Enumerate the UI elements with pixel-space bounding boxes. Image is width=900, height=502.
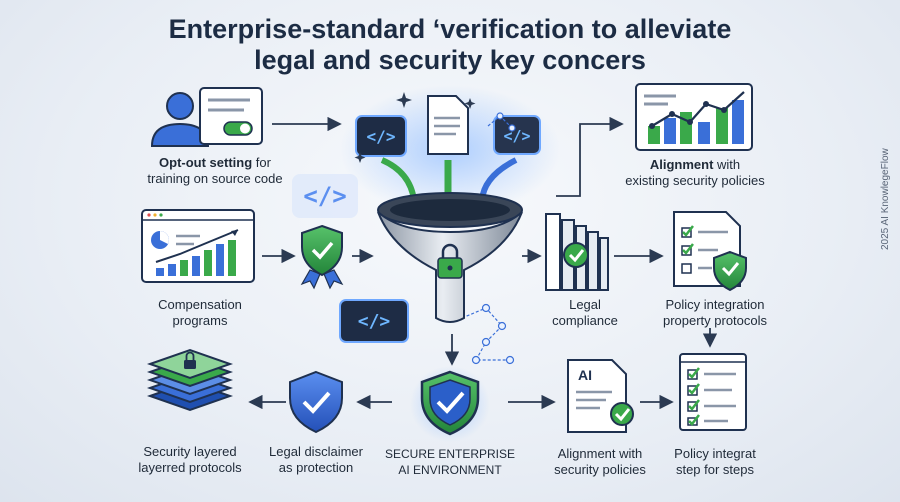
award-shield-icon bbox=[300, 224, 344, 290]
opt-out-bold: Opt-out setting bbox=[159, 155, 253, 170]
label-policy-steps: Policy integrat step for steps bbox=[660, 446, 770, 478]
label-legal-disclaimer: Legal disclaimer as protection bbox=[256, 444, 376, 476]
label-alignment-bottom: Alignment with security policies bbox=[540, 446, 660, 478]
alignment-top-rest: with bbox=[713, 157, 741, 172]
sparkle-icons bbox=[354, 92, 476, 163]
credit-text: 2025 AI KnowlegeFlow bbox=[880, 148, 891, 250]
ai-doc-label: AI bbox=[578, 367, 592, 383]
connector-arrows bbox=[248, 116, 718, 410]
network-icon bbox=[461, 112, 516, 365]
policy-steps-checklist-icon bbox=[679, 353, 747, 431]
label-legal-compliance: Legal compliance bbox=[540, 297, 630, 329]
code-bracket-icon bbox=[292, 174, 358, 218]
opt-out-line2: training on source code bbox=[147, 171, 283, 186]
legal-disclaimer-line1: Legal disclaimer bbox=[269, 444, 363, 459]
secure-env-line1: SECURE ENTERPRISE bbox=[384, 447, 516, 461]
ai-document-icon bbox=[567, 359, 634, 433]
label-opt-out: Opt-out setting for training on source c… bbox=[120, 155, 310, 187]
security-layered-line1: Security layered bbox=[143, 444, 237, 459]
document-icon bbox=[427, 95, 469, 155]
policy-steps-line2: step for steps bbox=[675, 462, 755, 477]
page-title: Enterprise-standard ‘verification to all… bbox=[0, 14, 900, 76]
label-compensation: Compensation programs bbox=[130, 297, 270, 329]
alignment-top-bold: Alignment bbox=[649, 157, 714, 172]
legal-disclaimer-line2: as protection bbox=[278, 460, 354, 475]
legal-compliance-line2: compliance bbox=[552, 313, 618, 328]
user-toggle-icon bbox=[150, 87, 263, 147]
label-security-layered: Security layered layerred protocols bbox=[125, 444, 255, 476]
code-doc-left bbox=[355, 115, 407, 157]
legal-shield-icon bbox=[289, 370, 343, 434]
alignment-top-line2: existing security policies bbox=[625, 173, 765, 188]
compensation-line1: Compensation bbox=[158, 297, 242, 312]
policy-steps-line1: Policy integrat bbox=[674, 446, 756, 461]
compensation-line2: programs bbox=[172, 313, 228, 328]
policy-integration-line2: property protocols bbox=[662, 313, 768, 328]
title-line-2: legal and security key concers bbox=[254, 45, 646, 75]
funnel-icon bbox=[377, 192, 523, 323]
policy-checklist-icon bbox=[673, 211, 747, 292]
code-block-icon bbox=[339, 299, 409, 343]
compensation-chart-icon bbox=[141, 209, 255, 283]
opt-out-rest: for bbox=[252, 155, 271, 170]
layered-stack-icon bbox=[146, 348, 234, 412]
secure-environment-shield-icon bbox=[410, 366, 490, 442]
legal-compliance-line1: Legal bbox=[569, 297, 601, 312]
label-alignment-top: Alignment with existing security policie… bbox=[600, 157, 790, 189]
alignment-bottom-line2: security policies bbox=[554, 462, 646, 477]
code-doc-right bbox=[493, 115, 541, 155]
code-glyph-left: </> bbox=[367, 127, 396, 146]
policy-integration-line1: Policy integration bbox=[665, 297, 765, 312]
alignment-bottom-line1: Alignment with bbox=[557, 446, 643, 461]
title-line-1: Enterprise-standard ‘verification to all… bbox=[168, 14, 732, 44]
alignment-chart-icon bbox=[635, 83, 753, 151]
legal-compliance-icon bbox=[545, 213, 609, 291]
code-glyph-block: </> bbox=[358, 311, 391, 332]
code-glyph-bracket: </> bbox=[303, 182, 346, 210]
label-policy-integration: Policy integration property protocols bbox=[640, 297, 790, 329]
label-secure-environment: SECURE ENTERPRISE AI ENVIRONMENT bbox=[380, 446, 520, 478]
secure-env-line2: AI ENVIRONMENT bbox=[398, 463, 502, 477]
security-layered-line2: layerred protocols bbox=[138, 460, 242, 475]
code-glyph-right: </> bbox=[503, 127, 530, 145]
